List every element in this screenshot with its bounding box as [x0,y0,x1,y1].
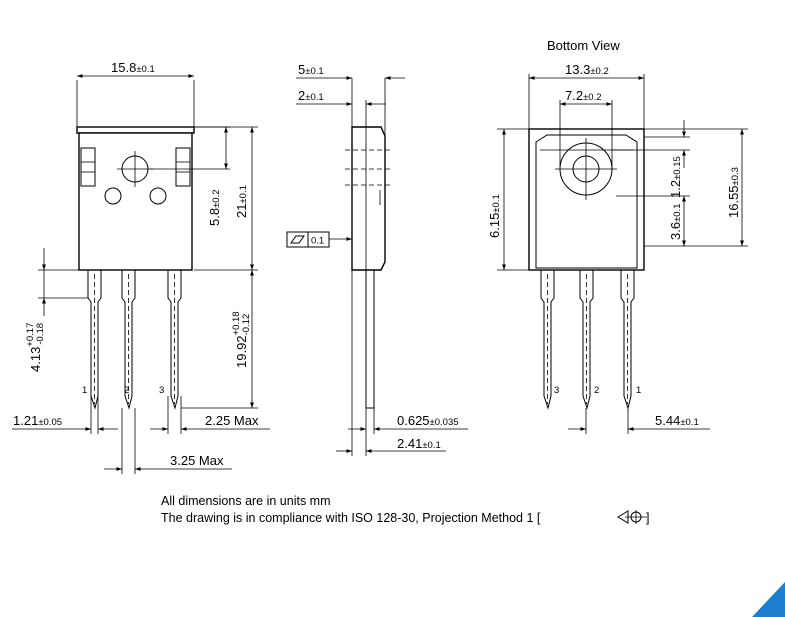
dim-lead-max: 2.25 Max [205,413,259,428]
dim-standoff: 2.41±0.1 [397,436,441,451]
flatness-icon [290,235,305,244]
dim-hole-offset: 5.8±0.2 [207,190,222,227]
bottom-view-title: Bottom View [547,38,620,53]
front-view: 1 2 3 15.8±0.1 5.8±0.2 21±0.1 19.92+0.18… [12,60,270,474]
bottom-view: Bottom View 3 2 1 13.3±0.2 7.2±0.2 [487,38,748,434]
front-ejector-mark-left [104,187,122,205]
dim-body-height: 21±0.1 [234,185,249,218]
dim-bottom-hole-dia: 1.2±0.15 [668,156,683,198]
bottom-pin-3-label: 3 [554,385,559,396]
dim-pitch-max: 3.25 Max [170,453,224,468]
front-leads [87,270,182,410]
front-top-edge [76,126,195,134]
front-pin-1-label: 1 [82,385,87,396]
right-notch [175,147,191,187]
notes: All dimensions are in units mm The drawi… [161,494,649,525]
note-iso: The drawing is in compliance with ISO 12… [161,511,541,525]
bottom-heatsink-outline [535,134,638,269]
dim-bottom-offset: 6.15±0.1 [487,194,502,238]
side-lead [365,269,375,409]
front-pin-3-label: 3 [159,385,164,396]
front-pin-2-label: 2 [124,385,129,396]
projection-method-icon [617,510,647,524]
corner-accent-triangle [752,582,785,617]
flatness-value: 0.1 [311,236,324,247]
front-ejector-mark-right [149,187,167,205]
front-body [78,132,193,271]
dim-lead-length: 19.92+0.18-0.12 [231,311,252,368]
note-iso-end: ] [646,511,649,525]
dim-lead-shoulder: 4.13+0.17-0.18 [25,323,46,372]
dim-bottom-hole-width: 7.2±0.2 [565,88,602,103]
flatness-value-frame [307,231,330,248]
dim-bottom-depth: 3.6±0.1 [668,204,683,241]
dim-lead-thickness: 0.625±0.035 [397,413,459,428]
dim-lead-spacing: 5.44±0.1 [655,413,699,428]
bottom-body [528,128,645,271]
bottom-pin-2-label: 2 [594,385,599,396]
dim-bottom-height: 16.55±0.3 [726,167,741,218]
side-view: 5±0.1 2±0.1 0.1 0.625±0.035 2.41±0.1 [286,62,468,456]
flatness-symbol-frame [286,231,309,248]
dim-bottom-width: 13.3±0.2 [565,62,609,77]
bottom-pin-1-label: 1 [636,385,641,396]
dim-front-width: 15.8±0.1 [111,60,155,75]
dim-side-thickness: 5±0.1 [298,62,324,77]
left-notch [80,147,96,187]
note-units: All dimensions are in units mm [161,494,331,508]
dim-side-tab: 2±0.1 [298,88,324,103]
dim-lead-width: 1.21±0.05 [13,413,62,428]
